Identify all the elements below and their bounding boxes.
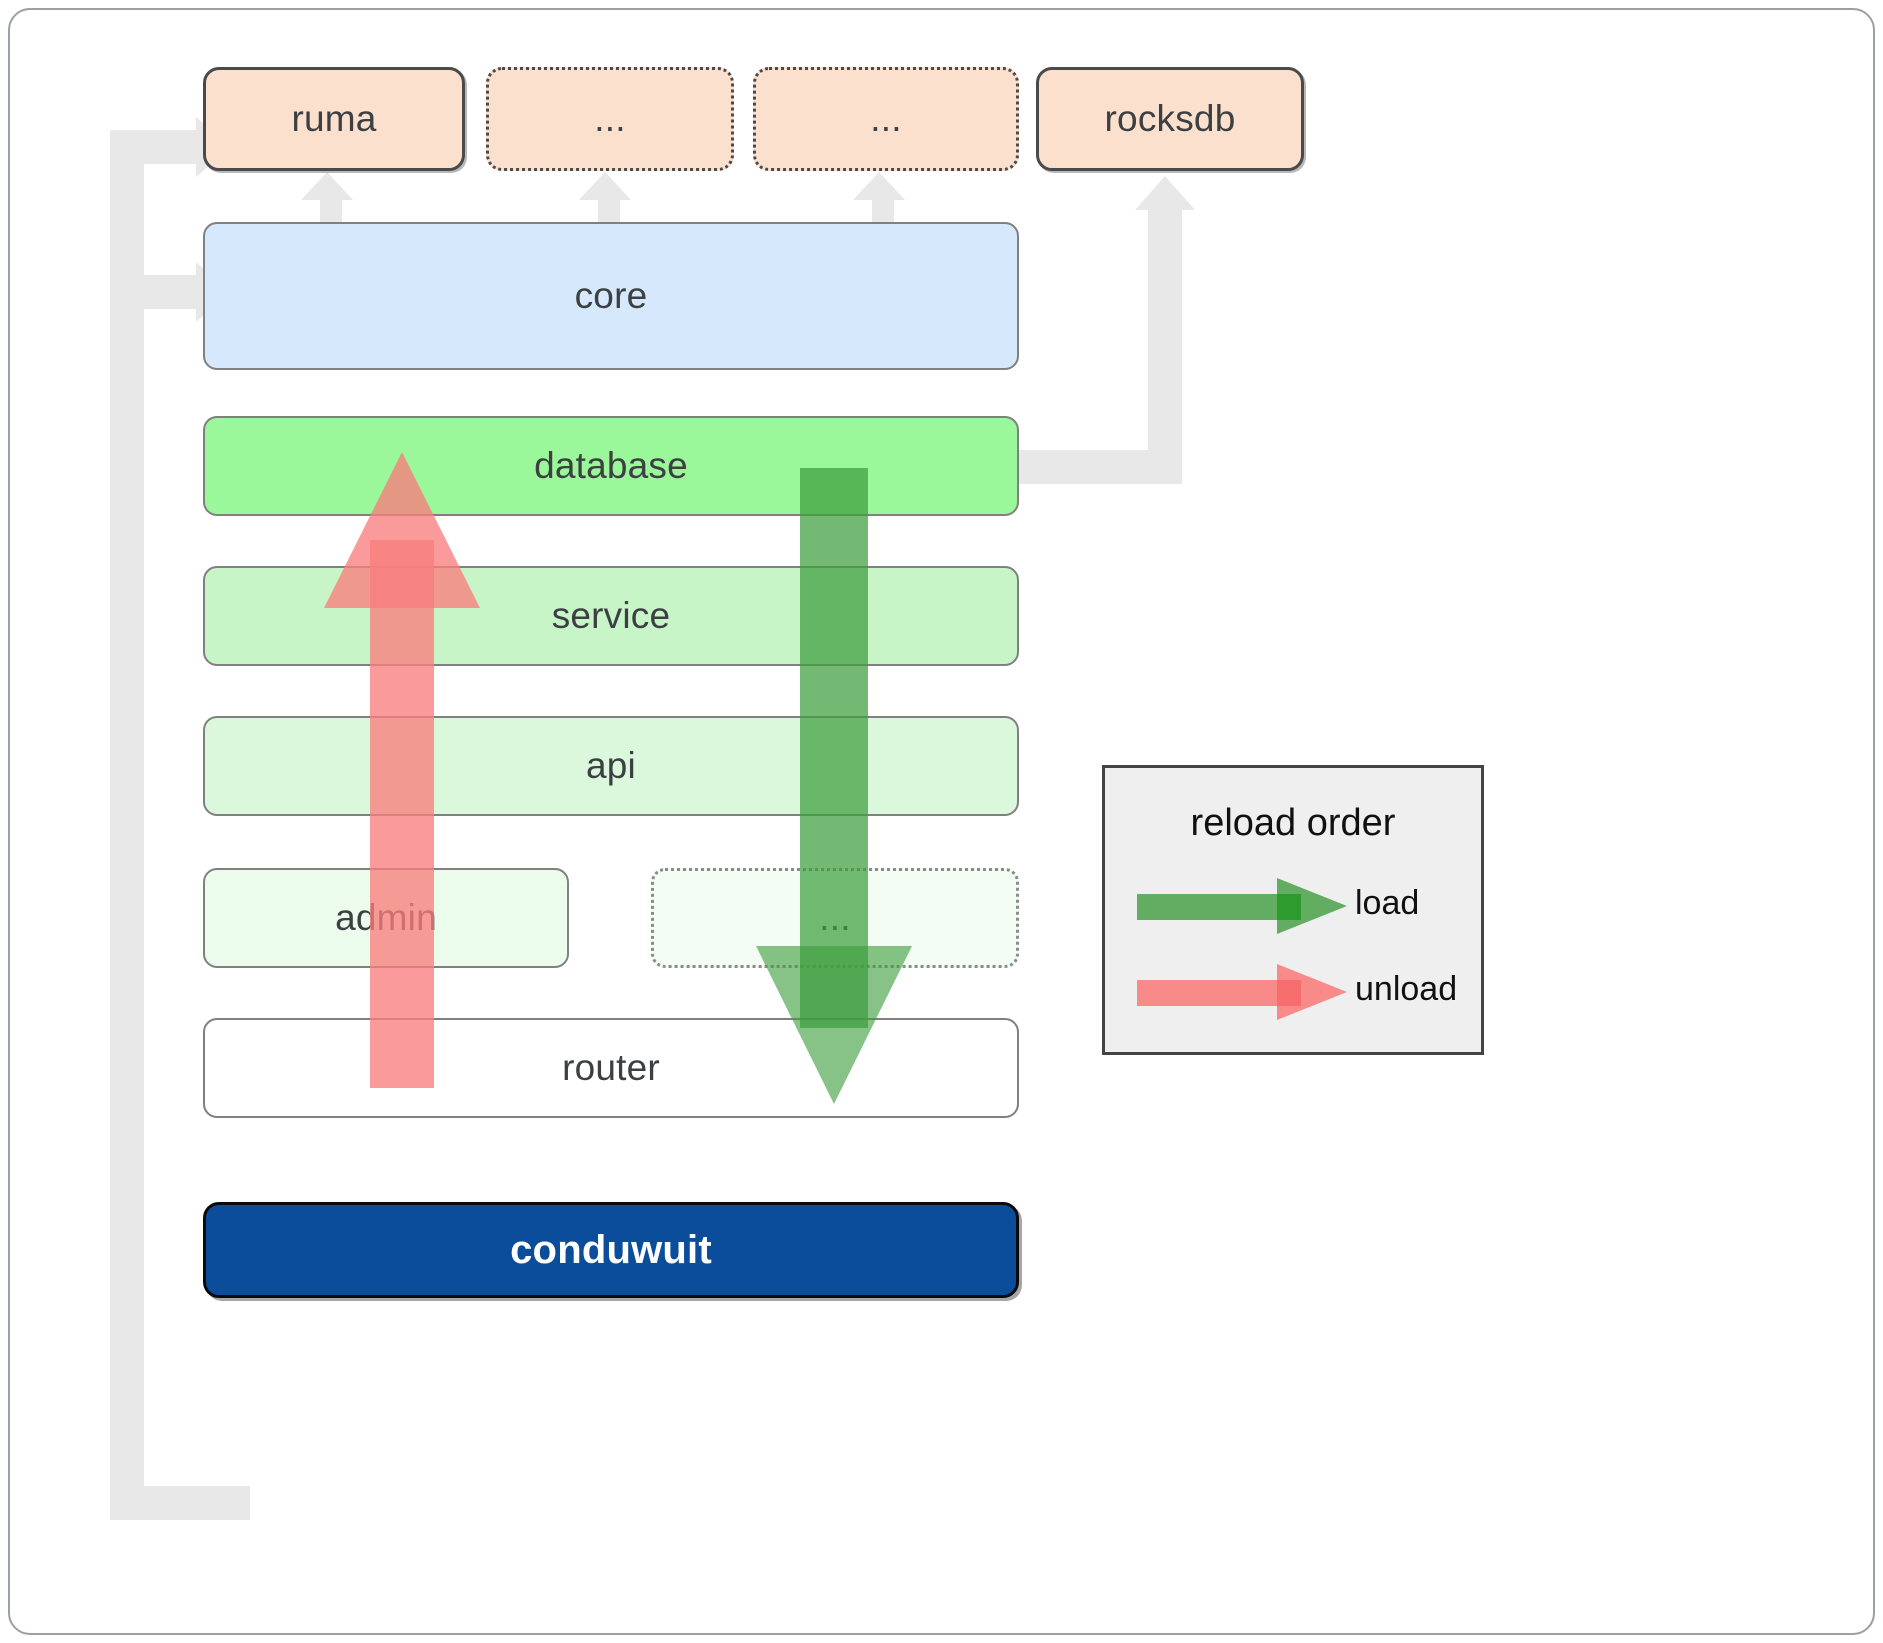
legend-title: reload order: [1190, 802, 1396, 844]
layer-label: core: [574, 275, 648, 316]
layer-box-admin[interactable]: admin: [203, 868, 569, 968]
stub-shaft-dots-1: [598, 196, 620, 226]
dependency-box-placeholder-1[interactable]: ...: [486, 67, 734, 171]
layer-box-placeholder[interactable]: ...: [651, 868, 1019, 968]
layer-label: service: [551, 595, 671, 636]
layer-label: router: [562, 1047, 660, 1088]
legend-panel: reload order load unload: [1102, 765, 1484, 1055]
stub-arrowhead-dots-1: [579, 172, 631, 200]
dependency-box-ruma[interactable]: ruma: [203, 67, 465, 171]
dependency-label: ...: [594, 98, 626, 139]
stub-arrowhead-dots-2: [853, 172, 905, 200]
layer-box-database[interactable]: database: [203, 416, 1019, 516]
layer-label: database: [534, 445, 688, 486]
layer-label: admin: [335, 897, 437, 938]
layer-box-api[interactable]: api: [203, 716, 1019, 816]
layer-box-router[interactable]: router: [203, 1018, 1019, 1118]
stub-shaft-ruma: [320, 196, 342, 226]
brand-label: conduwuit: [510, 1227, 712, 1272]
dependency-label: ...: [870, 98, 902, 139]
brand-box-conduwuit[interactable]: conduwuit: [203, 1202, 1019, 1298]
legend-arrow-load: [1137, 878, 1347, 934]
layer-label: ...: [819, 897, 851, 938]
legend-label-unload: unload: [1355, 970, 1458, 1008]
connector-database-to-rocksdb-vertical: [1148, 210, 1182, 484]
dependency-box-placeholder-2[interactable]: ...: [753, 67, 1019, 171]
layer-box-core[interactable]: core: [203, 222, 1019, 370]
connector-arrowhead-rocksdb: [1135, 176, 1195, 210]
connector-spine-vertical: [110, 130, 144, 1520]
dependency-label: ruma: [291, 98, 377, 139]
dependency-label: rocksdb: [1104, 98, 1236, 139]
legend-label-load: load: [1355, 884, 1420, 922]
layer-label: api: [586, 745, 636, 786]
stub-arrowhead-ruma: [301, 172, 353, 200]
connector-spine-to-conduwuit: [110, 1486, 250, 1520]
stub-shaft-dots-2: [872, 196, 894, 226]
legend-arrow-unload: [1137, 964, 1347, 1020]
dependency-box-rocksdb[interactable]: rocksdb: [1036, 67, 1304, 171]
layer-box-service[interactable]: service: [203, 566, 1019, 666]
